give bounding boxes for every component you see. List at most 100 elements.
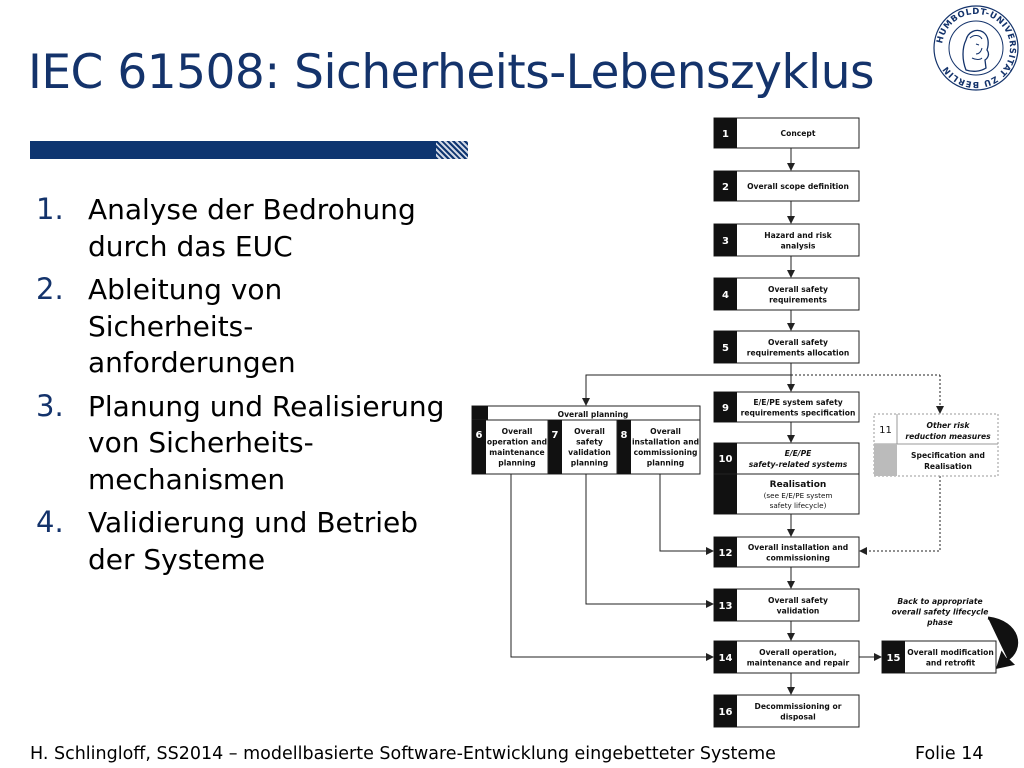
title-underline-bar bbox=[30, 141, 436, 159]
step-14: 14 Overall operation,maintenance and repa… bbox=[713, 640, 860, 674]
realisation-title: Realisation bbox=[770, 480, 827, 490]
step-label: Overall safety bbox=[768, 338, 828, 347]
planning-label: Overall bbox=[650, 427, 681, 436]
planning-header: Overall planning bbox=[558, 410, 629, 419]
step-label: Overall safety bbox=[768, 596, 828, 605]
back-note-text: Back to appropriate bbox=[897, 597, 982, 606]
list-text: Analyse der Bedrohung durch das EUC bbox=[88, 193, 416, 263]
step-number: 16 bbox=[719, 707, 733, 718]
step-number: 14 bbox=[719, 653, 733, 664]
step-2: 2 Overall scope definition bbox=[713, 170, 860, 202]
list-text: Ableitung von Sicherheits-anforderungen bbox=[88, 273, 296, 379]
footer-author: H. Schlingloff, SS2014 – modellbasierte … bbox=[30, 744, 776, 764]
step-number-tab bbox=[714, 224, 737, 256]
planning-label: planning bbox=[498, 459, 535, 468]
step-number-tab bbox=[714, 641, 737, 673]
step-number: 3 bbox=[722, 236, 729, 247]
step-box bbox=[713, 170, 860, 202]
step-number-tab bbox=[714, 589, 737, 621]
step-number-tab bbox=[714, 537, 737, 567]
connector-arrow bbox=[659, 474, 714, 555]
planning-label: planning bbox=[571, 459, 608, 468]
step-label: Overall operation, bbox=[759, 648, 837, 657]
step-number: 15 bbox=[887, 653, 901, 664]
list-item: 4. Validierung und Betrieb der Systeme bbox=[36, 505, 466, 578]
step-label: maintenance and repair bbox=[747, 658, 850, 667]
step-box bbox=[713, 277, 860, 311]
step-number-tab bbox=[714, 118, 737, 148]
step-label: requirements bbox=[769, 295, 827, 304]
step-number: 11 bbox=[879, 425, 892, 436]
connector-arrow bbox=[582, 374, 791, 406]
footer-slide-number: Folie 14 bbox=[915, 744, 984, 764]
planning-header-tab bbox=[472, 406, 488, 420]
connector-arrow bbox=[510, 474, 714, 661]
list-number: 2. bbox=[36, 272, 64, 306]
step-label: commissioning bbox=[766, 553, 830, 562]
step-label: Overall safety bbox=[768, 285, 828, 294]
step-label: Hazard and risk bbox=[764, 231, 832, 240]
step-number: 13 bbox=[719, 601, 733, 612]
step-label: Concept bbox=[781, 129, 816, 138]
list-number: 1. bbox=[36, 192, 64, 226]
connector-arrow bbox=[585, 474, 714, 608]
realisation-note: (see E/E/PE system bbox=[764, 491, 833, 500]
planning-label: installation and bbox=[632, 438, 699, 447]
step-number-tab bbox=[714, 278, 737, 310]
step-label: Overall modification bbox=[907, 648, 994, 657]
step-number-tab bbox=[714, 392, 737, 422]
step-label: and retrofit bbox=[926, 658, 976, 667]
step-label: disposal bbox=[780, 712, 815, 721]
step-number-tab bbox=[714, 331, 737, 363]
planning-number-tab bbox=[617, 420, 631, 474]
step-label: validation bbox=[777, 606, 820, 615]
step-label: Overall installation and bbox=[748, 543, 848, 552]
step-label: reduction measures bbox=[905, 432, 991, 441]
step-box bbox=[713, 442, 860, 515]
step-number: 4 bbox=[722, 290, 729, 301]
step-number: 2 bbox=[722, 182, 729, 193]
list-item: 1. Analyse der Bedrohung durch das EUC bbox=[36, 192, 466, 265]
back-arrow-icon bbox=[987, 616, 1019, 670]
lifecycle-goals-list: 1. Analyse der Bedrohung durch das EUC 2… bbox=[36, 192, 466, 585]
planning-number: 8 bbox=[621, 430, 628, 441]
step-box bbox=[713, 223, 860, 257]
step-box bbox=[713, 330, 860, 364]
step-label: E/E/PE bbox=[785, 449, 812, 458]
planning-number: 7 bbox=[552, 430, 559, 441]
step-number: 12 bbox=[719, 548, 733, 559]
title-underline-fade bbox=[436, 141, 468, 159]
planning-number-tab bbox=[548, 420, 562, 474]
university-seal-logo: HUMBOLDT-UNIVERSITÄT ZU BERLIN bbox=[933, 5, 1019, 91]
step-number: 10 bbox=[719, 454, 733, 465]
step-label: analysis bbox=[781, 241, 816, 250]
step-box bbox=[713, 536, 860, 568]
step-box bbox=[713, 694, 860, 728]
step-label: requirements allocation bbox=[747, 348, 850, 357]
step-box bbox=[713, 640, 860, 674]
planning-label: commissioning bbox=[634, 448, 698, 457]
step-number-tab bbox=[714, 695, 737, 727]
step-label: Decommissioning or bbox=[755, 702, 842, 711]
step-label: E/E/PE system safety bbox=[753, 398, 842, 407]
step-number-tab bbox=[714, 171, 737, 201]
step-label: Other risk bbox=[927, 421, 971, 430]
planning-box bbox=[471, 405, 701, 475]
planning-label: maintenance bbox=[489, 448, 544, 457]
list-item: 2. Ableitung von Sicherheits-anforderung… bbox=[36, 272, 466, 382]
planning-label: safety bbox=[576, 438, 603, 447]
planning-label: operation and bbox=[487, 438, 547, 447]
step-label: Overall scope definition bbox=[747, 182, 849, 191]
step-number-tab bbox=[882, 641, 905, 673]
step-number-tab bbox=[714, 443, 737, 514]
